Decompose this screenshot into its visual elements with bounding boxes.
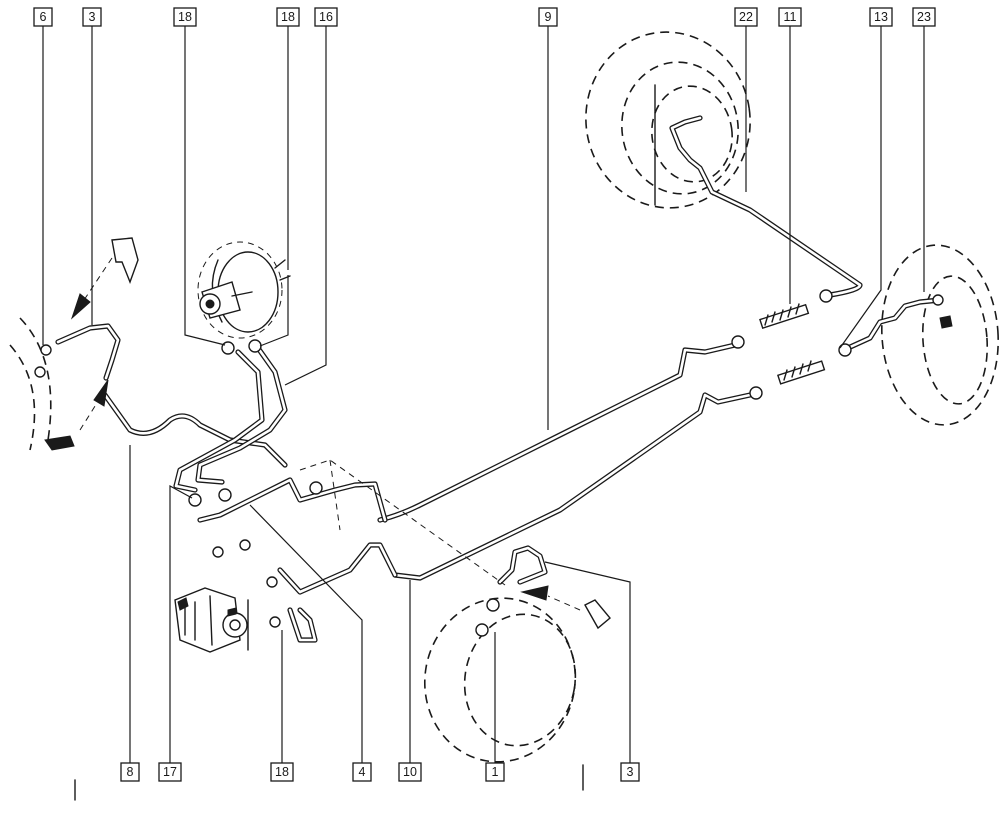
callout-top-6: 9 bbox=[538, 7, 558, 27]
callout-label: 8 bbox=[127, 765, 134, 779]
callout-label: 13 bbox=[874, 10, 888, 24]
leader-lines bbox=[42, 26, 925, 763]
callout-label: 6 bbox=[40, 10, 47, 24]
callout-bottom-1: 8 bbox=[120, 762, 140, 782]
callout-label: 18 bbox=[281, 10, 295, 24]
callout-bottom-7: 3 bbox=[620, 762, 640, 782]
wheel-front-right-outline-icon bbox=[423, 597, 584, 791]
wheel-rear-left-outline-icon bbox=[881, 244, 999, 426]
callout-bottom-6: 1 bbox=[485, 762, 505, 782]
union-nut-icon bbox=[34, 289, 944, 637]
callout-bottom-2: 17 bbox=[158, 762, 182, 782]
callout-top-5: 16 bbox=[314, 7, 338, 27]
callout-top-3: 18 bbox=[173, 7, 197, 27]
master-cylinder-icon bbox=[174, 587, 249, 653]
callout-label: 18 bbox=[275, 765, 289, 779]
callout-top-8: 11 bbox=[778, 7, 802, 27]
callout-label: 23 bbox=[917, 10, 931, 24]
wheel-rear-right-outline-icon bbox=[585, 31, 751, 209]
clip-icon bbox=[44, 237, 953, 630]
arrow-icon bbox=[70, 257, 581, 611]
callout-bottom-4: 4 bbox=[352, 762, 372, 782]
callout-label: 4 bbox=[359, 765, 366, 779]
callout-bottom-5: 10 bbox=[398, 762, 422, 782]
callout-label: 11 bbox=[784, 10, 797, 24]
callout-top-2: 3 bbox=[82, 7, 102, 27]
callout-label: 18 bbox=[178, 10, 192, 24]
flexible-hose-icon bbox=[759, 303, 826, 385]
callout-label: 9 bbox=[545, 10, 552, 24]
callout-label: 10 bbox=[403, 765, 417, 779]
callout-top-1: 6 bbox=[33, 7, 53, 27]
wheel-front-left-outline-icon bbox=[9, 317, 76, 801]
callout-label: 16 bbox=[319, 10, 333, 24]
brake-servo-icon bbox=[197, 241, 291, 339]
callout-label: 3 bbox=[89, 10, 96, 24]
callout-label: 1 bbox=[492, 765, 499, 779]
callout-bottom-3: 18 bbox=[270, 762, 294, 782]
callout-label: 17 bbox=[163, 765, 177, 779]
callout-top-10: 23 bbox=[912, 7, 936, 27]
callout-top-4: 18 bbox=[276, 7, 300, 27]
brake-pipes bbox=[55, 115, 943, 643]
callout-label: 22 bbox=[739, 10, 753, 24]
callout-label: 3 bbox=[627, 765, 634, 779]
callout-top-7: 22 bbox=[734, 7, 758, 27]
callout-top-9: 13 bbox=[869, 7, 893, 27]
